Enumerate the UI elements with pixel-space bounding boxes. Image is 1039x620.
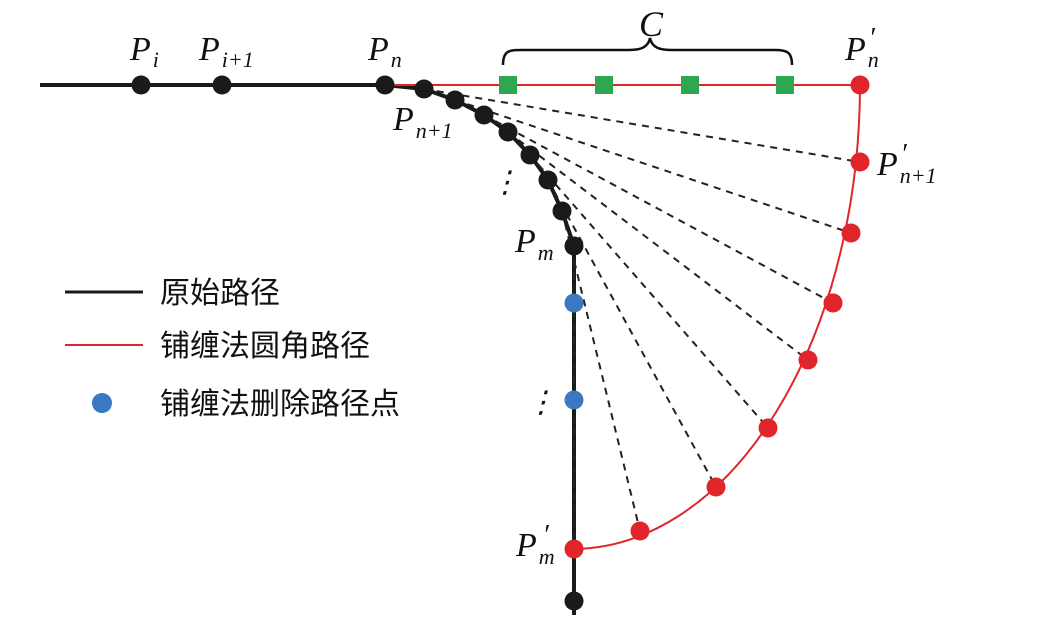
curve-point	[498, 122, 518, 142]
point-p-i	[131, 75, 151, 95]
label-c: C	[639, 4, 664, 44]
dashed-connector	[454, 99, 852, 234]
legend: 原始路径 铺缠法圆角路径 铺缠法删除路径点	[65, 276, 400, 422]
label-p-n: Pn	[367, 31, 402, 72]
red-point	[823, 293, 843, 313]
red-point	[758, 418, 778, 438]
red-point	[798, 350, 818, 370]
legend-label-rounded: 铺缠法圆角路径	[160, 329, 370, 364]
deleted-points	[564, 293, 584, 410]
dashed-connector	[483, 114, 834, 304]
red-point	[841, 223, 861, 243]
black-points	[131, 75, 584, 611]
curve-point	[552, 201, 572, 221]
green-square-marker	[681, 76, 699, 94]
label-p-m: Pm	[514, 223, 554, 265]
label-p-n-prime: Pn′	[844, 23, 879, 72]
red-points	[564, 75, 870, 559]
deleted-point	[564, 390, 584, 410]
point-p-n-prime	[850, 75, 870, 95]
curve-point	[474, 105, 494, 125]
point-p-i1	[212, 75, 232, 95]
ellipsis-curve: ⋮	[490, 166, 520, 199]
dashed-connector	[507, 131, 809, 361]
brace-c	[501, 37, 794, 66]
dashed-connector	[529, 154, 769, 429]
point-p-n1	[414, 79, 434, 99]
point-p-n	[375, 75, 395, 95]
deleted-point	[564, 293, 584, 313]
dashed-connectors	[423, 88, 861, 549]
label-p-i: Pi	[129, 31, 159, 72]
point-p-m	[564, 236, 584, 256]
label-p-i1: Pi+1	[198, 31, 254, 72]
red-point	[630, 521, 650, 541]
point-p-n1-prime	[850, 152, 870, 172]
rounded-path	[385, 84, 861, 550]
dashed-connector	[423, 88, 861, 163]
dashed-connector	[547, 179, 717, 488]
curve-point	[520, 145, 540, 165]
label-p-n1: Pn+1	[392, 101, 453, 143]
point-p-m-prime	[564, 539, 584, 559]
curve-point	[445, 90, 465, 110]
label-p-m-prime: Pm′	[515, 520, 555, 569]
curve-point	[538, 170, 558, 190]
point-bottom	[564, 591, 584, 611]
legend-label-deleted: 铺缠法删除路径点	[160, 387, 400, 422]
green-square-marker	[499, 76, 517, 94]
ellipsis-vertical: ⋮	[526, 386, 556, 419]
point-labels: Pi Pi+1 Pn Pn+1 Pm Pn′ Pn+1′ Pm′	[129, 4, 937, 569]
label-p-n1-prime: Pn+1′	[876, 139, 937, 188]
green-square-marker	[595, 76, 613, 94]
green-markers	[499, 76, 794, 94]
legend-label-original: 原始路径	[160, 276, 280, 311]
red-point	[706, 477, 726, 497]
legend-blue-dot-icon	[92, 393, 112, 413]
green-square-marker	[776, 76, 794, 94]
